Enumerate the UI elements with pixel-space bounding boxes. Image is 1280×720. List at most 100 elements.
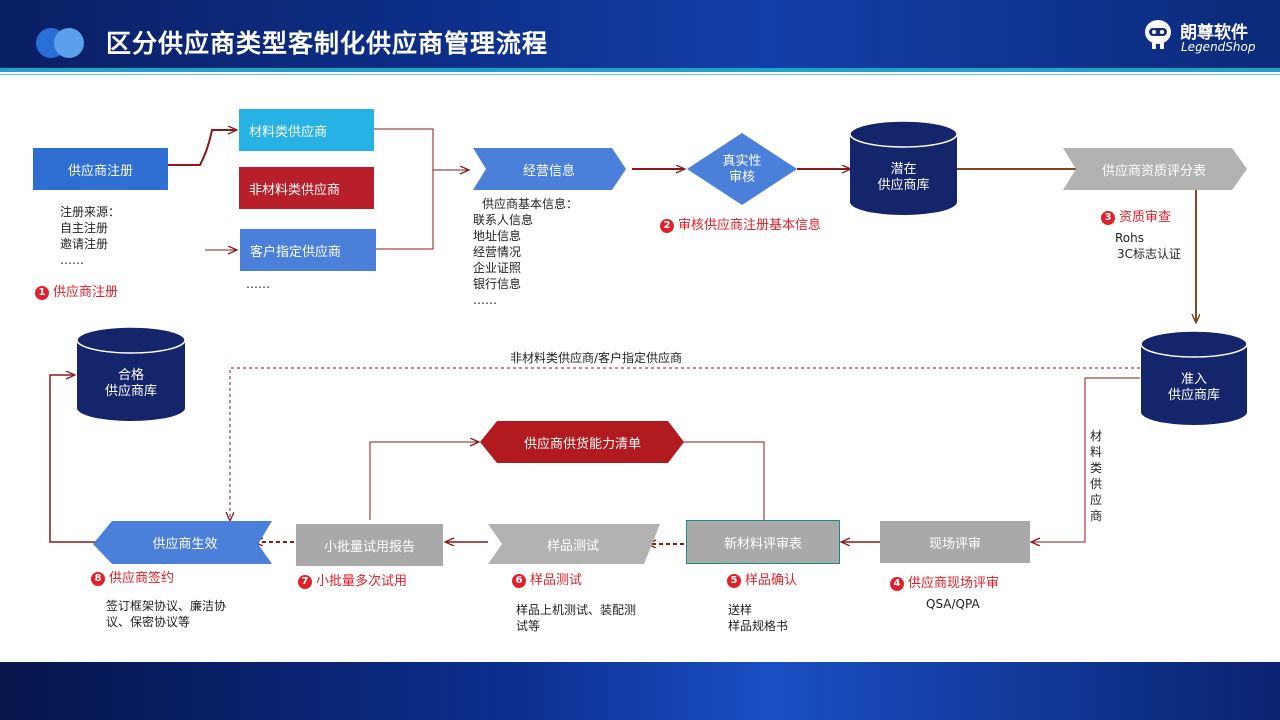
basic-info-list: 供应商基本信息： 联系人信息 地址信息 经营情况 企业证照 银行信息 …… — [473, 196, 578, 308]
arrow-admitted-to-effective-dashed — [230, 367, 1140, 520]
node-qualification-form-label: 供应商资质评分表 — [1101, 163, 1206, 179]
sample-items: 送样 样品规格书 — [728, 602, 788, 634]
list-item: 自主注册 — [60, 221, 109, 235]
qualification-items: Rohs 3C标志认证 — [1115, 230, 1181, 262]
node-authenticity-review: 真实性 审核 — [700, 150, 784, 190]
node-business-info-label: 经营信息 — [522, 163, 575, 179]
list-item: 银行信息 — [473, 277, 522, 291]
node-small-batch-report: 小批量试用报告 — [296, 524, 443, 566]
admitted-db-line1: 准入 — [1180, 372, 1207, 387]
material-path-char: 供 — [1090, 477, 1103, 491]
qualified-db-cylinder — [76, 326, 186, 421]
list-item: …… — [473, 293, 497, 307]
line-designated-to-business — [376, 170, 434, 250]
node-non-material-supplier: 非材料类供应商 — [239, 167, 374, 209]
node-material-supplier: 材料类供应商 — [239, 109, 374, 151]
title-bullet-icon-overlay — [54, 28, 84, 58]
arrow-newmaterial-to-capacity — [667, 442, 765, 520]
step-1-label: 1 供应商注册 — [35, 285, 118, 301]
sample-test-shape — [488, 524, 660, 564]
header-divider — [0, 68, 1280, 72]
step-number-badge: 3 — [1101, 211, 1115, 225]
step-number-badge: 6 — [512, 574, 526, 588]
node-supplier-register: 供应商注册 — [33, 148, 168, 190]
qualification-form-shape — [1063, 148, 1247, 190]
node-designated-supplier: 客户指定供应商 — [240, 229, 376, 271]
step-text: 审核供应商注册基本信息 — [678, 218, 822, 233]
list-item: 签订框架协议、廉洁协 — [106, 599, 227, 613]
header-bar — [0, 0, 1280, 70]
potential-db-line1: 潜在 — [890, 162, 917, 177]
business-info-shape — [473, 148, 626, 190]
designated-more: …… — [246, 277, 270, 291]
step-2-label: 2 审核供应商注册基本信息 — [660, 218, 821, 234]
node-qualification-form: 供应商资质评分表 — [1076, 148, 1232, 190]
arrow-register-to-material — [168, 130, 236, 166]
capacity-list-shape — [480, 421, 684, 463]
legendshop-logo-icon — [1145, 20, 1171, 49]
list-item: …… — [60, 253, 84, 267]
node-supplier-effective: 供应商生效 — [112, 521, 258, 564]
step-3-label: 3 资质审查 — [1101, 210, 1171, 226]
material-path-char: 料 — [1090, 445, 1103, 459]
list-item: 企业证照 — [473, 261, 522, 275]
list-item: 供应商基本信息： — [482, 197, 579, 211]
node-new-material-form-label: 新材料评审表 — [723, 536, 802, 552]
step-text: 资质审查 — [1119, 210, 1172, 225]
list-item: 地址信息 — [473, 229, 522, 243]
list-item: 送样 — [728, 603, 753, 617]
authenticity-line1: 真实性 — [722, 154, 762, 169]
node-supplier-register-label: 供应商注册 — [67, 163, 133, 179]
list-item: 样品规格书 — [728, 619, 789, 633]
arrow-effective-to-qualified — [49, 375, 95, 543]
node-qualified-db: 合格 供应商库 — [77, 356, 185, 412]
arrow-smallbatch-to-capacity — [369, 442, 478, 520]
node-material-supplier-label: 材料类供应商 — [249, 124, 328, 140]
material-path-char: 商 — [1090, 509, 1103, 523]
node-admitted-db: 准入 供应商库 — [1141, 360, 1247, 416]
step-number-badge: 5 — [727, 574, 741, 588]
step-number-badge: 4 — [890, 577, 904, 591]
node-sample-test-label: 样品测试 — [546, 538, 599, 554]
node-capacity-list-label: 供应商供货能力清单 — [523, 436, 641, 452]
list-item: 联系人信息 — [473, 213, 534, 227]
authenticity-line2: 审核 — [728, 170, 755, 185]
list-item: 样品上机测试、装配测 — [516, 603, 637, 617]
footer-bar — [0, 662, 1280, 720]
step-text: 小批量多次试用 — [316, 574, 408, 589]
list-item: 经营情况 — [473, 245, 522, 259]
material-path-char: 材 — [1090, 429, 1103, 443]
step-number-badge: 2 — [660, 219, 674, 233]
node-capacity-list: 供应商供货能力清单 — [497, 421, 668, 463]
node-small-batch-report-label: 小批量试用报告 — [323, 539, 415, 555]
node-onsite-review: 现场评审 — [880, 521, 1030, 563]
step-text: 供应商注册 — [53, 285, 119, 300]
material-path-char: 类 — [1090, 461, 1103, 475]
material-path-label: 材 料 类 供 应 商 — [1090, 428, 1102, 524]
node-supplier-effective-label: 供应商生效 — [152, 537, 218, 552]
node-new-material-form: 新材料评审表 — [686, 520, 840, 564]
step-number-badge: 7 — [298, 575, 312, 589]
authenticity-diamond-shape — [687, 133, 797, 205]
page-title: 区分供应商类型客制化供应商管理流程 — [106, 29, 549, 58]
node-onsite-review-label: 现场评审 — [928, 536, 981, 552]
list-item: 邀请注册 — [60, 237, 109, 251]
potential-db-line2: 供应商库 — [877, 178, 930, 193]
register-source-list: 注册来源： 自主注册 邀请注册 …… — [60, 204, 120, 268]
step-number-badge: 1 — [35, 286, 49, 300]
arrow-admitted-to-onsite — [1032, 377, 1140, 542]
logo-chinese-name: 朗尊软件 — [1180, 23, 1248, 43]
effective-shape — [93, 521, 272, 564]
admitted-db-line2: 供应商库 — [1167, 388, 1220, 403]
list-item: Rohs — [1115, 231, 1144, 245]
qualified-db-line1: 合格 — [117, 368, 144, 383]
qsa-qpa-label: QSA/QPA — [926, 597, 980, 611]
node-non-material-supplier-label: 非材料类供应商 — [249, 182, 341, 198]
node-potential-db: 潜在 供应商库 — [850, 150, 957, 206]
nonmaterial-path-label: 非材料类供应商/客户指定供应商 — [510, 351, 683, 365]
potential-db-cylinder — [849, 120, 958, 215]
logo-english-name: LegendShop — [1181, 40, 1256, 54]
